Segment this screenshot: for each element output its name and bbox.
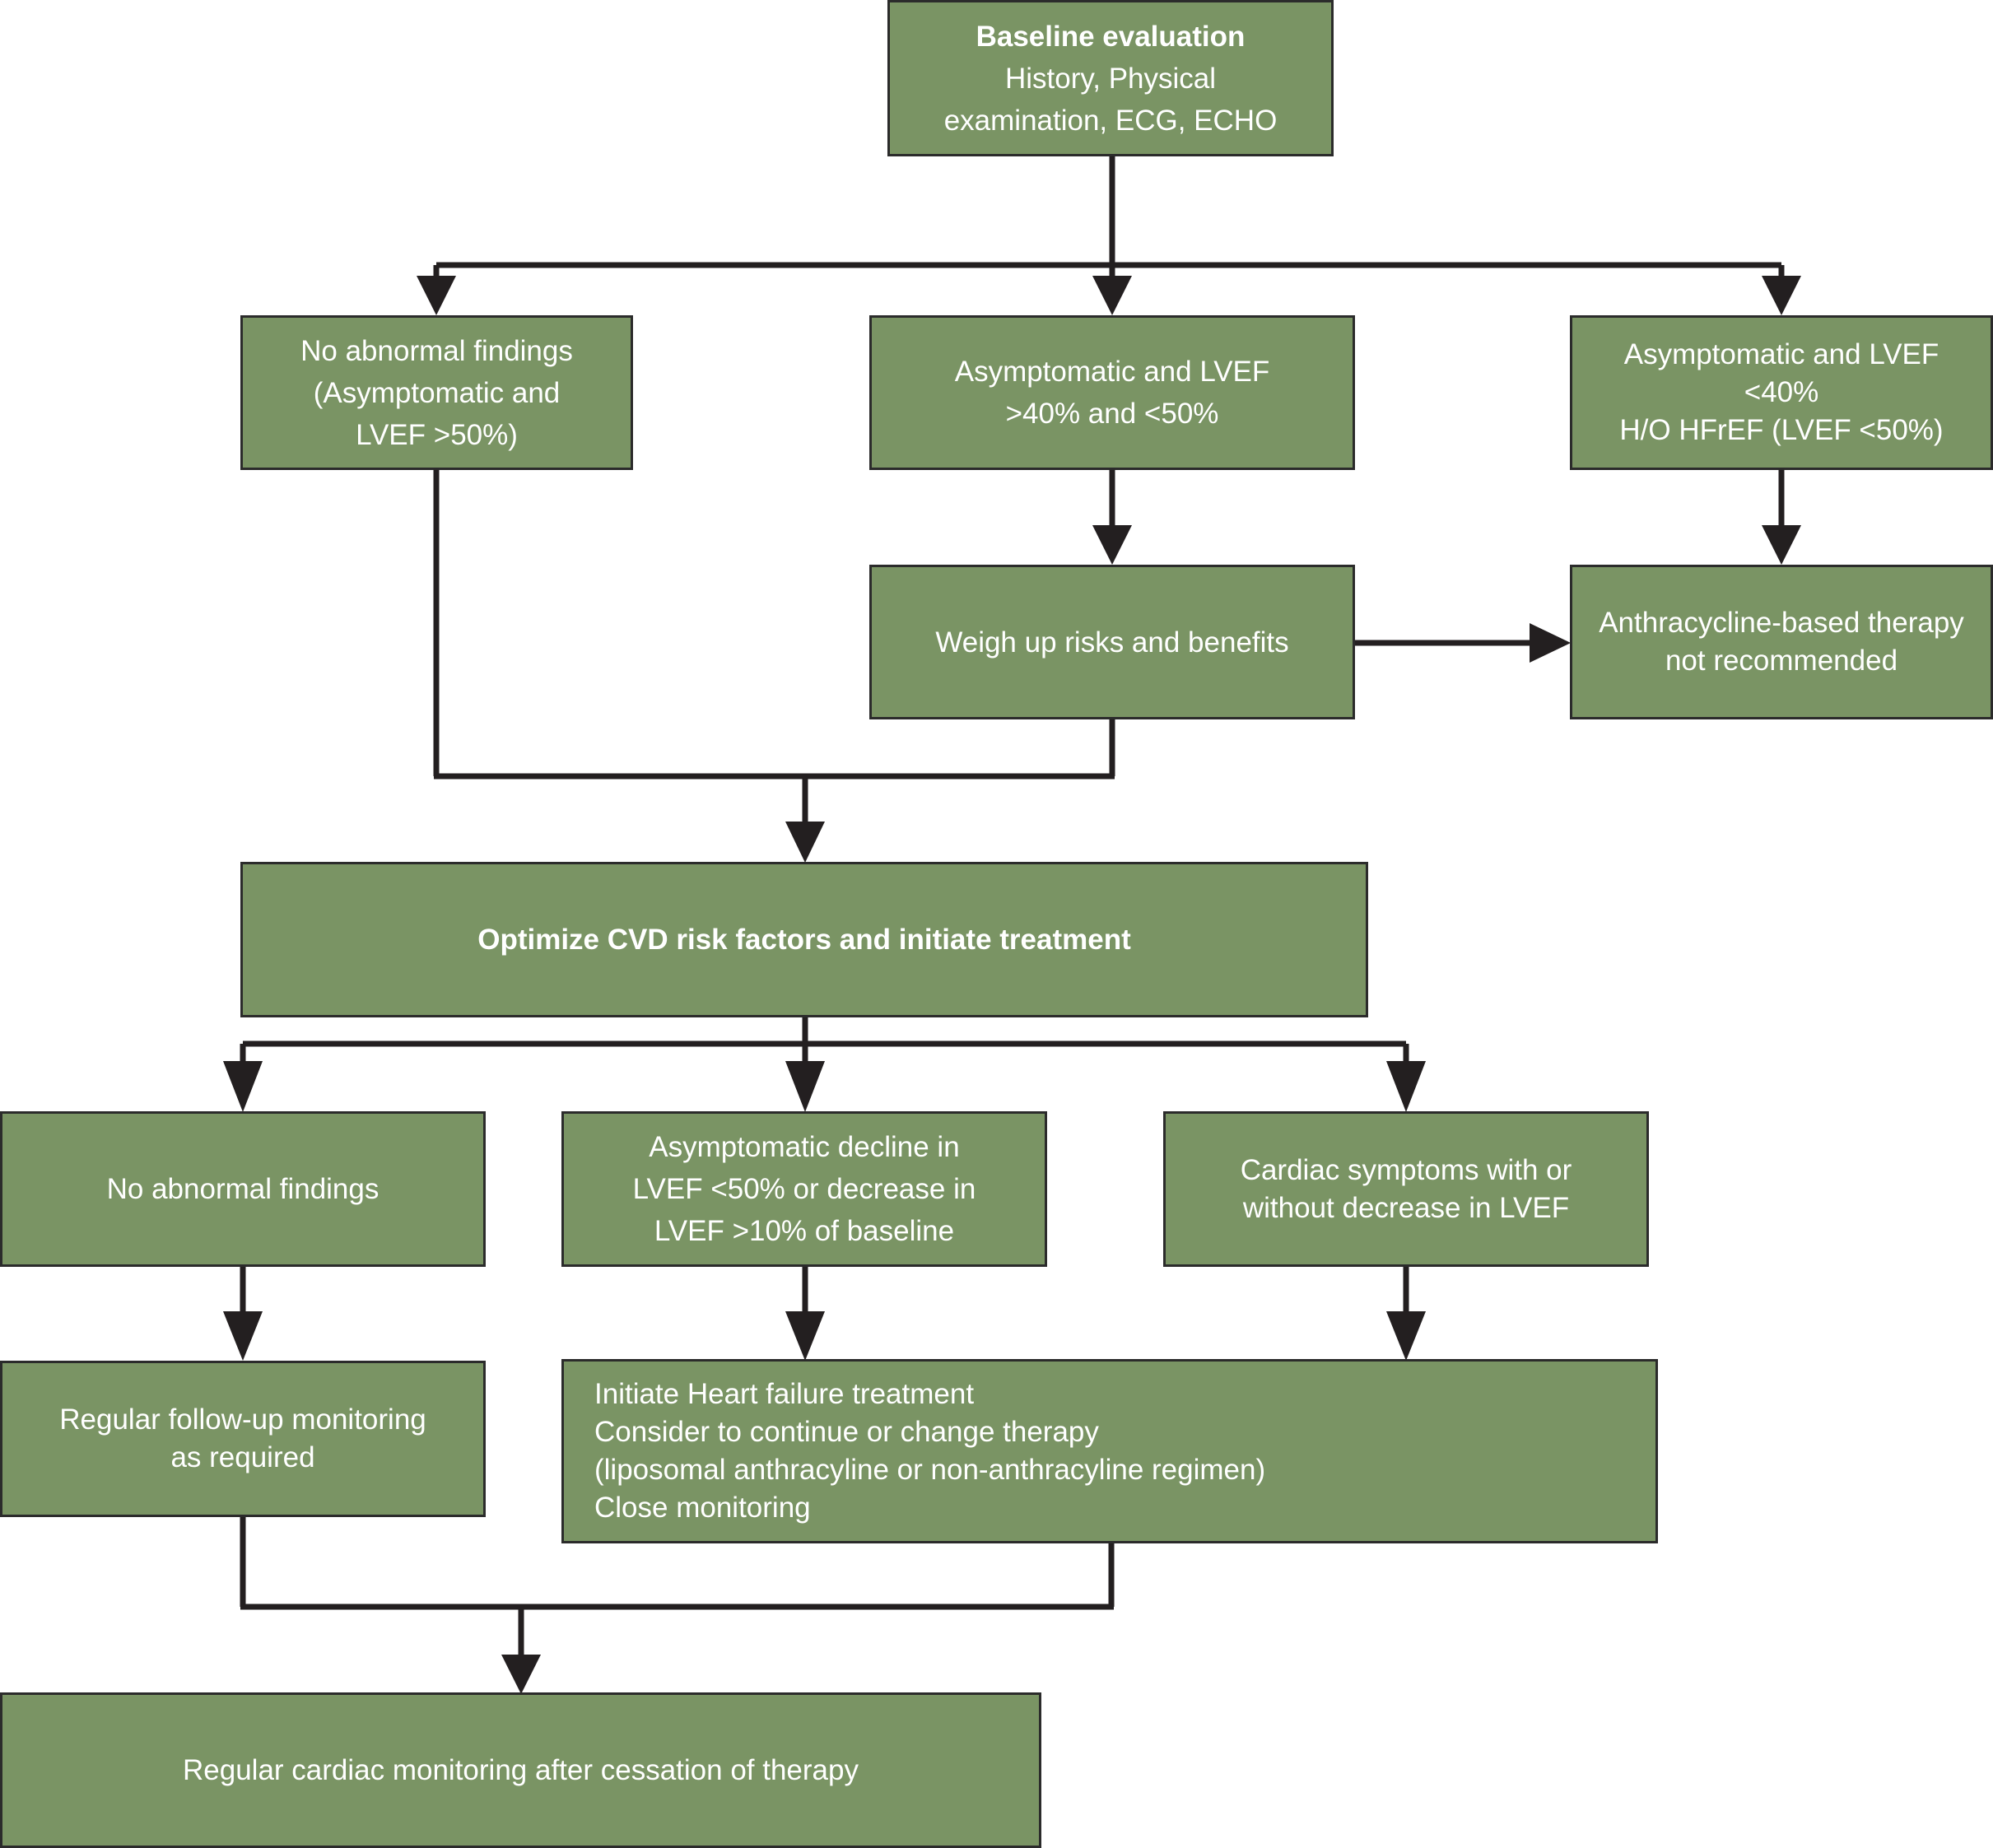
arrowhead-no-abnormal-top: [417, 276, 456, 315]
asymp-lt40-line-1: Asymptomatic and LVEF: [1623, 338, 1939, 370]
asymp-decline-line-2: LVEF <50% or decrease in: [632, 1173, 976, 1205]
asymp-decline-line-1: Asymptomatic decline in: [649, 1131, 960, 1163]
regular-follow-up-box: Regular follow-up monitoring as required: [0, 1361, 486, 1517]
no-abnormal-findings-mid-box: No abnormal findings: [0, 1111, 486, 1267]
arrowhead-hf-from-cardiac: [1386, 1311, 1426, 1361]
arrowhead-optimize: [785, 822, 825, 863]
baseline-line-2: examination, ECG, ECHO: [943, 104, 1278, 137]
followup-line-2: as required: [170, 1441, 315, 1473]
asymp-40-50-line-1: Asymptomatic and LVEF: [954, 356, 1270, 388]
arrowhead-weigh: [1092, 525, 1132, 565]
no-abnormal-top-line-3: LVEF >50%): [356, 418, 518, 451]
not-recommended-line-2: not recommended: [1665, 645, 1898, 677]
no-abnormal-top-line-2: (Asymptomatic and: [313, 376, 561, 409]
regular-cardiac-monitoring-box: Regular cardiac monitoring after cessati…: [0, 1692, 1041, 1848]
not-recommended-line-1: Anthracycline-based therapy: [1599, 607, 1964, 639]
no-abnormal-mid-line-1: No abnormal findings: [106, 1173, 380, 1205]
arrowhead-not-recommended-from-weigh: [1530, 623, 1571, 663]
no-abnormal-findings-top-box: No abnormal findings (Asymptomatic and L…: [240, 315, 633, 470]
arrowhead-asymp-decline: [785, 1061, 825, 1112]
anthracycline-not-recommended-box: Anthracycline-based therapy not recommen…: [1570, 565, 1993, 719]
hf-line-3: (liposomal anthracyline or non-anthracyl…: [594, 1454, 1266, 1486]
arrowhead-asymp-lt40: [1762, 276, 1801, 315]
arrowhead-hf-from-decline: [785, 1311, 825, 1361]
hf-line-4: Close monitoring: [594, 1492, 811, 1524]
weigh-risks-benefits-box: Weigh up risks and benefits: [869, 565, 1355, 719]
weigh-line-1: Weigh up risks and benefits: [935, 626, 1289, 659]
asymptomatic-lvef-lt40-box: Asymptomatic and LVEF <40% H/O HFrEF (LV…: [1570, 315, 1993, 470]
asymp-40-50-line-2: >40% and <50%: [1005, 398, 1219, 430]
baseline-title: Baseline evaluation: [976, 20, 1246, 53]
cardiac-symptoms-box: Cardiac symptoms with or without decreas…: [1163, 1111, 1649, 1267]
no-abnormal-top-line-1: No abnormal findings: [300, 334, 573, 367]
arrowhead-followup: [223, 1311, 263, 1361]
cardiac-symptoms-line-2: without decrease in LVEF: [1242, 1191, 1570, 1224]
asymp-lt40-line-3: H/O HFrEF (LVEF <50%): [1619, 414, 1944, 446]
hf-line-1: Initiate Heart failure treatment: [594, 1378, 975, 1410]
arrowhead-regular-cardiac: [501, 1655, 541, 1694]
asymp-decline-line-3: LVEF >10% of baseline: [654, 1215, 955, 1247]
asymptomatic-lvef-40-50-box: Asymptomatic and LVEF >40% and <50%: [869, 315, 1355, 470]
optimize-title: Optimize CVD risk factors and initiate t…: [477, 924, 1131, 956]
asymp-lt40-line-2: <40%: [1744, 376, 1819, 408]
baseline-evaluation-box: Baseline evaluation History, Physical ex…: [887, 0, 1334, 156]
arrowhead-not-recommended-from-lt40: [1762, 525, 1801, 565]
arrowhead-cardiac-symptoms: [1386, 1061, 1426, 1112]
followup-line-1: Regular follow-up monitoring: [59, 1403, 426, 1436]
heart-failure-treatment-box: Initiate Heart failure treatment Conside…: [561, 1359, 1658, 1543]
hf-line-2: Consider to continue or change therapy: [594, 1416, 1099, 1448]
optimize-cvd-box: Optimize CVD risk factors and initiate t…: [240, 862, 1368, 1017]
asymptomatic-decline-box: Asymptomatic decline in LVEF <50% or dec…: [561, 1111, 1047, 1267]
cardiac-symptoms-line-1: Cardiac symptoms with or: [1240, 1153, 1572, 1186]
baseline-line-1: History, Physical: [1004, 62, 1217, 95]
arrowhead-asymp-40-50: [1092, 276, 1132, 315]
arrowhead-no-abnormal-mid: [223, 1061, 263, 1112]
regular-cardiac-line-1: Regular cardiac monitoring after cessati…: [183, 1754, 859, 1786]
